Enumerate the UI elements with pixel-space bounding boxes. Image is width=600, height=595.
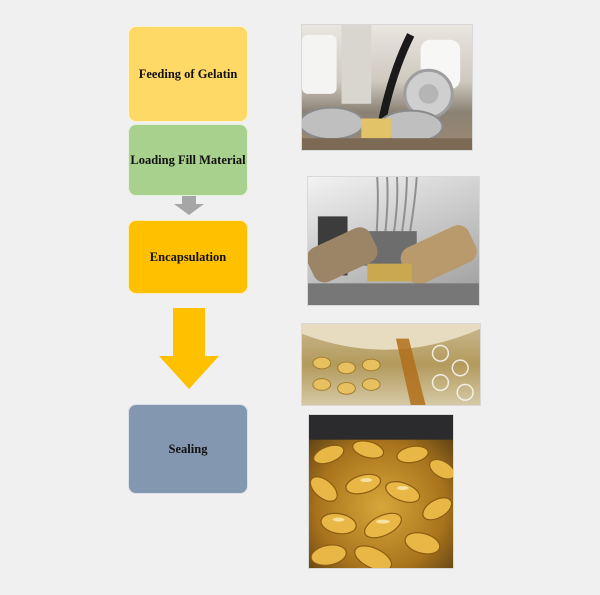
step-label: Encapsulation xyxy=(149,250,227,264)
step-encapsulation: Encapsulation xyxy=(128,220,248,294)
step-label: Loading Fill Material xyxy=(130,153,246,167)
gelatin-feeding-machine-photo xyxy=(301,24,473,151)
step-sealing: Sealing xyxy=(128,404,248,494)
step-feeding-of-gelatin: Feeding of Gelatin xyxy=(128,26,248,122)
large-down-arrow xyxy=(159,308,219,389)
encapsulation-die-roll-photo xyxy=(301,323,481,406)
step-label: Feeding of Gelatin xyxy=(138,67,238,81)
small-down-arrow xyxy=(174,196,204,215)
sealed-softgel-capsules-photo xyxy=(308,414,454,569)
step-loading-fill-material: Loading Fill Material xyxy=(128,124,248,196)
step-label: Sealing xyxy=(168,442,208,456)
fill-material-injection-photo xyxy=(307,176,480,306)
